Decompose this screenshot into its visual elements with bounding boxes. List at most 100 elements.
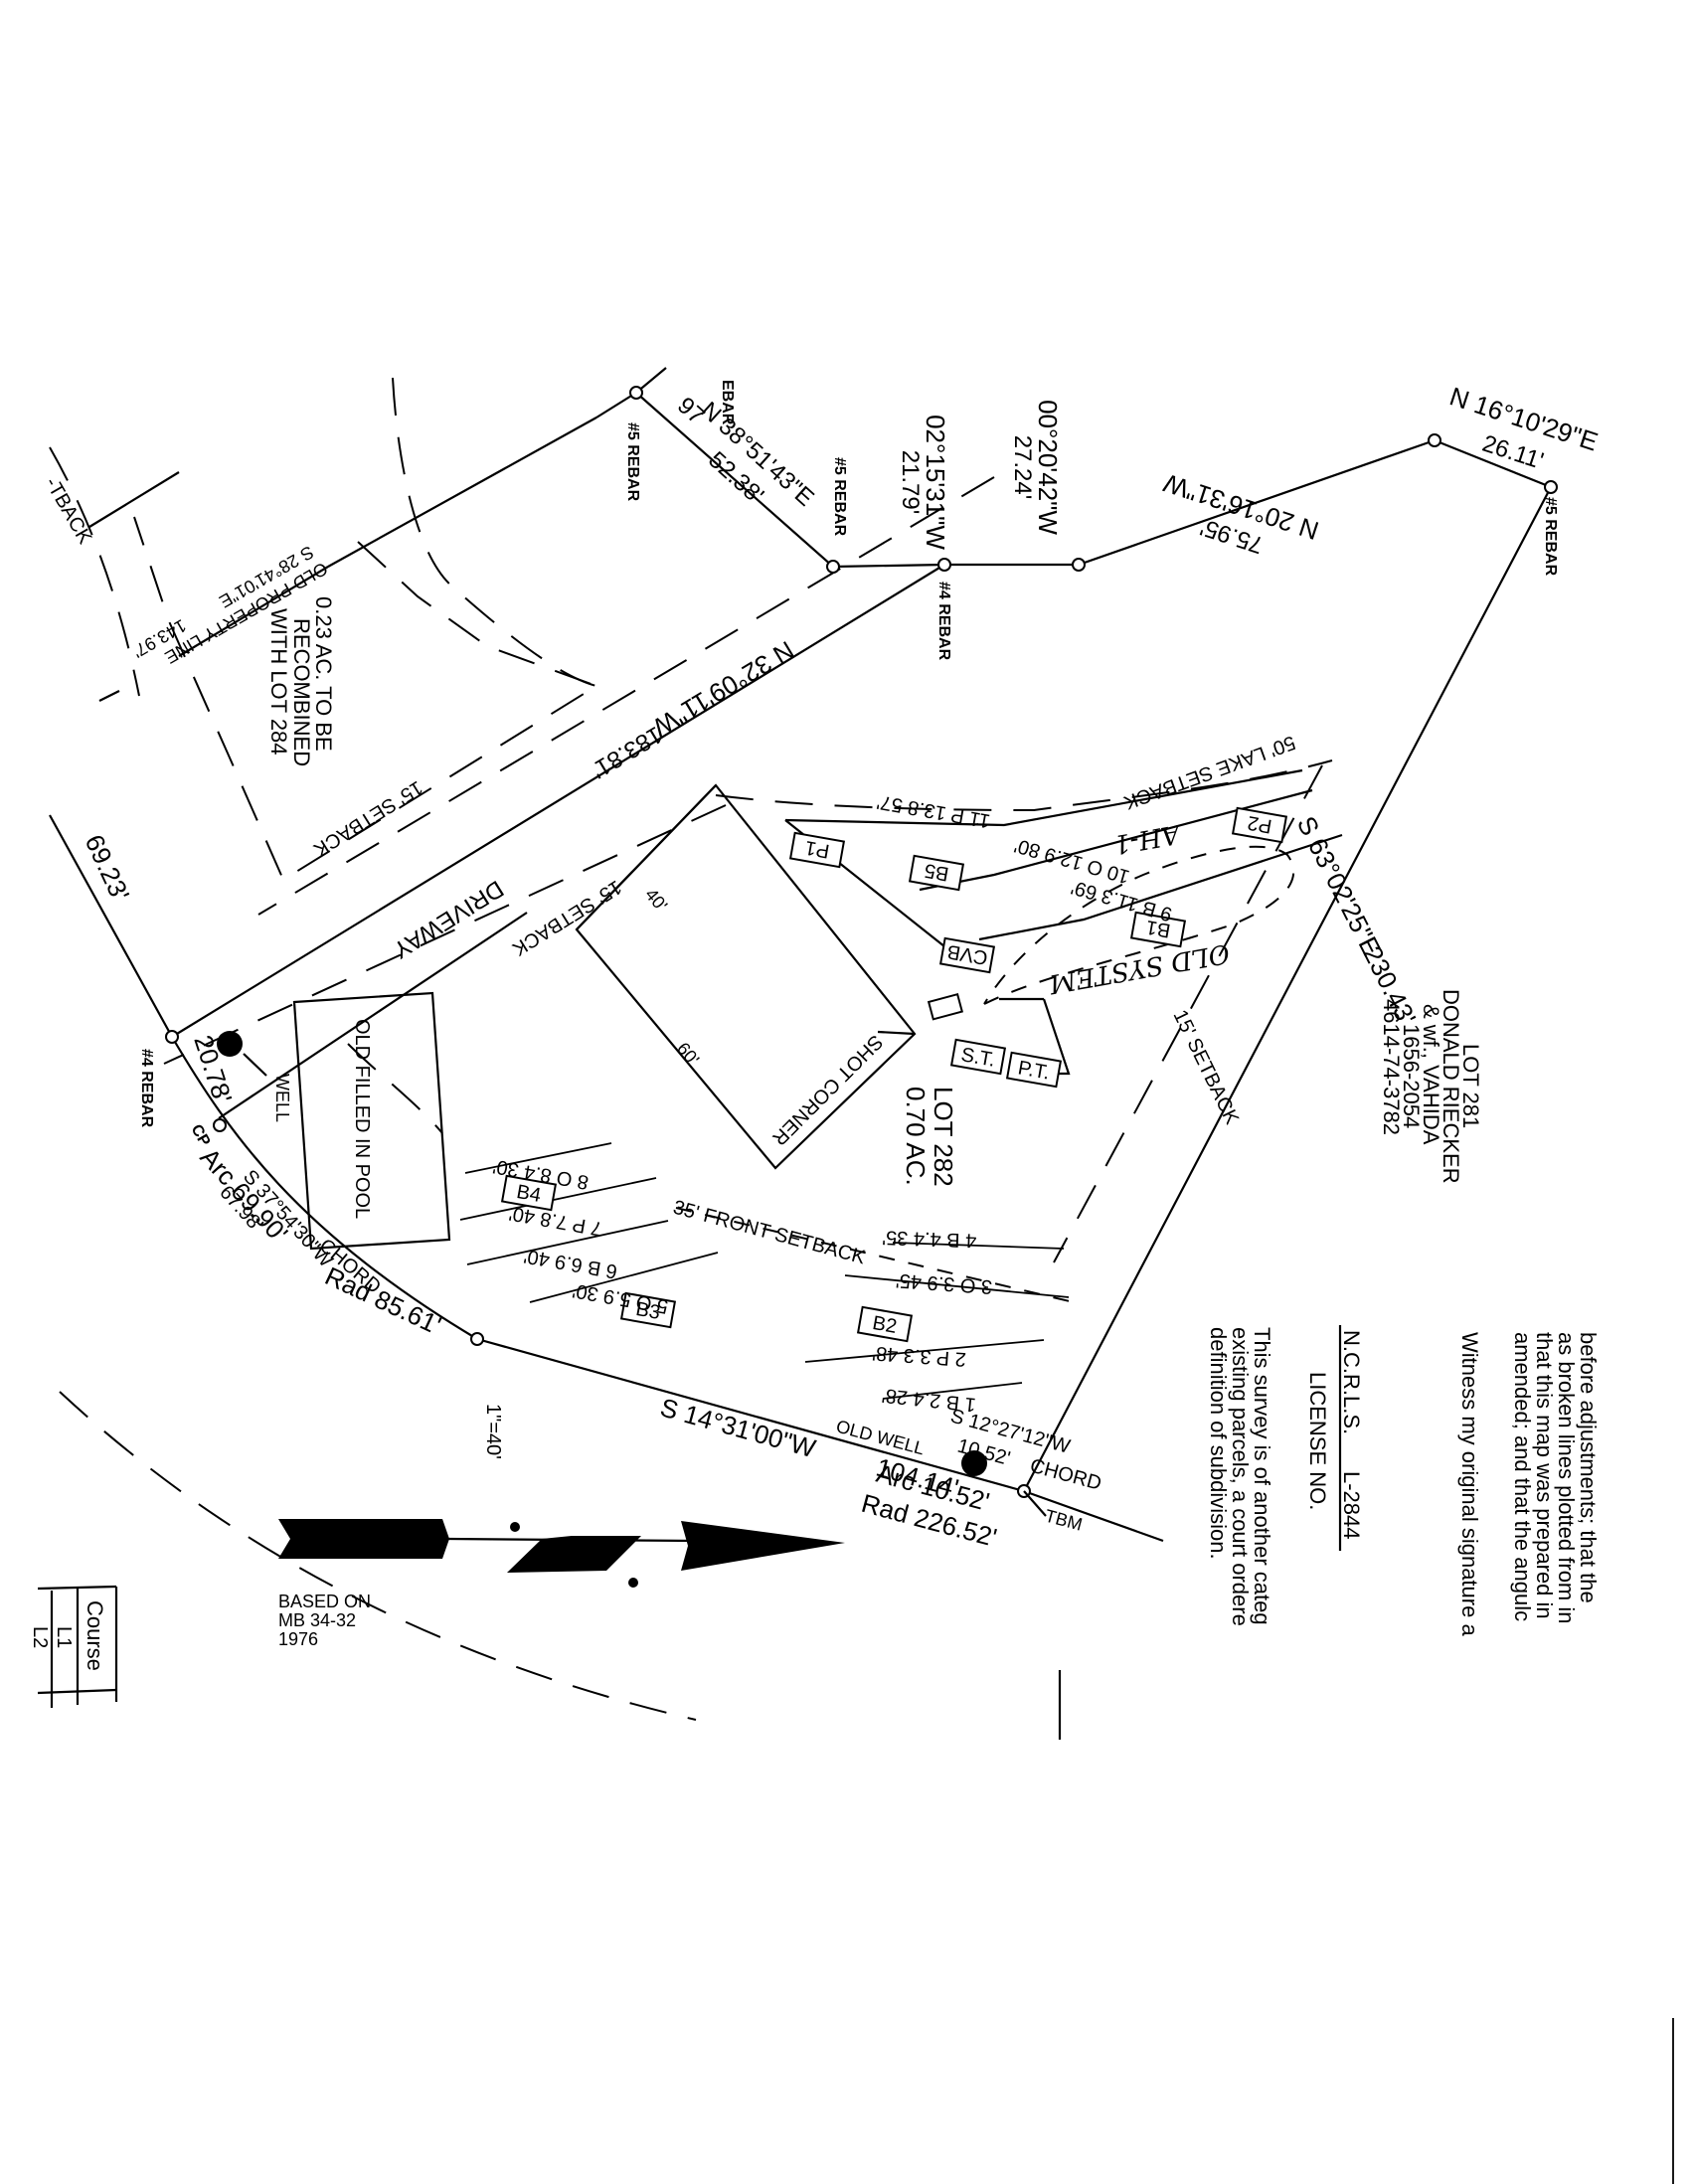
arrow-dot-icon <box>510 1522 520 1532</box>
rebar-marker <box>165 1030 179 1044</box>
drainline-labels: 11 P 13.8 57'10 O 12.9 80'9 B 11.3 69'8 … <box>491 790 1174 1416</box>
setback-south-dash <box>347 1043 443 1134</box>
rebar-marker <box>1428 433 1441 447</box>
cert-line-2: as broken lines plotted from in <box>1554 1332 1579 1624</box>
pool-outline <box>292 991 451 1251</box>
call-labels: N 16°10'29"E 26.11' N 20°16'31"W 75.95' … <box>129 381 1602 1503</box>
old-parcel-dashed <box>133 516 599 882</box>
rebar-marker <box>1072 558 1086 572</box>
boundary-nw-ext2 <box>595 392 637 419</box>
rebar-marker <box>629 386 643 400</box>
setback-15-c-label: 15' SETBACK <box>1169 1007 1244 1129</box>
lot282-area: 0.70 AC. <box>901 1087 931 1186</box>
basis-2: MB 34-32 <box>278 1610 356 1630</box>
adjoiner-owner: DONALD RIECKER <box>1439 989 1463 1184</box>
tbm-leader <box>1023 1490 1047 1517</box>
call-02-bearing: 02°15'31"W <box>921 415 950 550</box>
boundary-west-n32 <box>171 564 945 1038</box>
line-1 <box>882 1382 1023 1400</box>
boundary-north <box>635 392 1552 569</box>
course-header: Course <box>83 1600 107 1671</box>
course-row-l2: L2 <box>29 1626 51 1648</box>
house-width-label: 40' <box>641 885 671 916</box>
drainline-label-1: 1 B 2.4 28' <box>881 1384 977 1416</box>
parcel-note-1: 0.23 AC. TO BE <box>311 596 336 752</box>
box-b3: B3 <box>634 1298 662 1324</box>
front-setback-label: 35' FRONT SETBACK <box>671 1197 869 1269</box>
drainline-label-4: 4 B 4.4 35' <box>882 1226 977 1251</box>
adjoiner-block: LOT 281 DONALD RIECKER & wf., VAHIDA 165… <box>1379 989 1483 1184</box>
curve2-chord-label: CHORD <box>1028 1455 1104 1495</box>
linework <box>49 367 1674 2184</box>
curve-labels: S 37°54'30"W 67.98' CHORD CP Arc 69.90' … <box>188 1122 1104 1553</box>
equipment-boxes: P1 P2 B1 B2 B3 B4 B5 CVB S.T. P.T. <box>500 806 1288 1343</box>
line-3 <box>844 1274 1070 1298</box>
well-label: WELL <box>272 1074 292 1122</box>
curve1-cp: CP <box>188 1122 214 1150</box>
scale-label: 1"=40' <box>482 1404 504 1459</box>
box-b1: B1 <box>1144 916 1172 941</box>
rebar5-a-label: #5 REBAR <box>624 422 641 502</box>
driveway-label: DRIVEWAY <box>389 875 509 963</box>
drainline-label-6: 6 B 6.9 40' <box>522 1245 618 1282</box>
rebar5-c-label: #5 REBAR <box>1542 497 1559 577</box>
curve-pt-marker <box>470 1332 484 1346</box>
survey-note-1: This survey is of another categ <box>1250 1327 1274 1625</box>
box-p1: P1 <box>803 836 831 862</box>
line-6 <box>466 1220 669 1265</box>
old-system-note: OLD SYSTEM <box>1046 937 1232 999</box>
line-4 <box>892 1242 1065 1250</box>
cp-marker <box>213 1118 227 1132</box>
survey-note-2: existing parcels, a court ordere <box>1228 1327 1253 1626</box>
rebar-marker <box>826 560 840 574</box>
boundary-south-ext <box>1023 1489 1164 1543</box>
west-side-distance: 69.23' <box>80 830 136 906</box>
drainline-label-11: 11 P 13.8 57' <box>875 790 991 832</box>
adjoiner-book: 1656-2054 <box>1399 1024 1424 1128</box>
house-footprint <box>575 783 917 1170</box>
call-02-distance: 21.79' <box>897 450 924 515</box>
curve1-radius: Rad 85.61' <box>320 1260 445 1340</box>
tank-sketch <box>927 992 964 1021</box>
arrow-dot-icon <box>628 1578 638 1588</box>
drainline-label-2: 2 P 3.3 48' <box>872 1342 967 1371</box>
arrow-n-symbol-icon <box>507 1536 641 1573</box>
setback-15-east <box>1053 764 1323 1263</box>
call-n32-bearing: N 32°09'11"W <box>647 635 799 743</box>
old-system-outline <box>983 845 1295 1005</box>
setback-15-a <box>257 476 995 916</box>
front-setback-line <box>675 1207 1075 1303</box>
well-icon <box>217 1031 243 1057</box>
old-line-seg <box>178 566 329 657</box>
tback-label: -TBACK <box>41 474 96 549</box>
north-arrow: 1"=40' BASED ON MB 34-32 1976 <box>278 1404 845 1649</box>
line-7 <box>459 1177 657 1221</box>
adjoiner-pin: 4614-74-3782 <box>1379 999 1404 1135</box>
cert-line-1: before adjustments; that the <box>1576 1332 1601 1603</box>
shot-corner-arrow <box>877 1030 916 1036</box>
setback-15-driveway <box>163 804 727 1065</box>
driveway-edge <box>218 912 528 1119</box>
arrow-head-icon <box>681 1521 845 1571</box>
lake-setback-dash <box>715 759 1333 812</box>
adjoiner-spouse: & wf., VAHIDA <box>1419 1004 1443 1145</box>
monuments <box>165 386 1558 1517</box>
septic-low <box>978 833 1343 941</box>
cert-line-5: Witness my original signature a <box>1457 1332 1482 1636</box>
old-prop-line-nw <box>88 471 180 528</box>
setback-15-a-label: 15' SETBACK <box>309 776 426 861</box>
drainline-label-3: 3 O 3.9 45' <box>895 1269 993 1298</box>
arrow-tail-icon <box>278 1519 449 1559</box>
adjoiner-lot: LOT 281 <box>1458 1044 1483 1128</box>
rebar-marker <box>1544 480 1558 494</box>
west-line-69 <box>49 814 173 1038</box>
house-length-label: 60' <box>673 1039 703 1070</box>
dashed-tback <box>49 446 140 697</box>
cert-line-3: that this map was prepared in <box>1532 1332 1557 1619</box>
ebar-fragment: EBAR <box>719 380 736 425</box>
rebar5-b-label: #5 REBAR <box>831 457 848 537</box>
course-row-l1: L1 <box>53 1626 75 1648</box>
old-prop-line-ext <box>327 417 597 568</box>
box-b2: B2 <box>871 1312 899 1338</box>
